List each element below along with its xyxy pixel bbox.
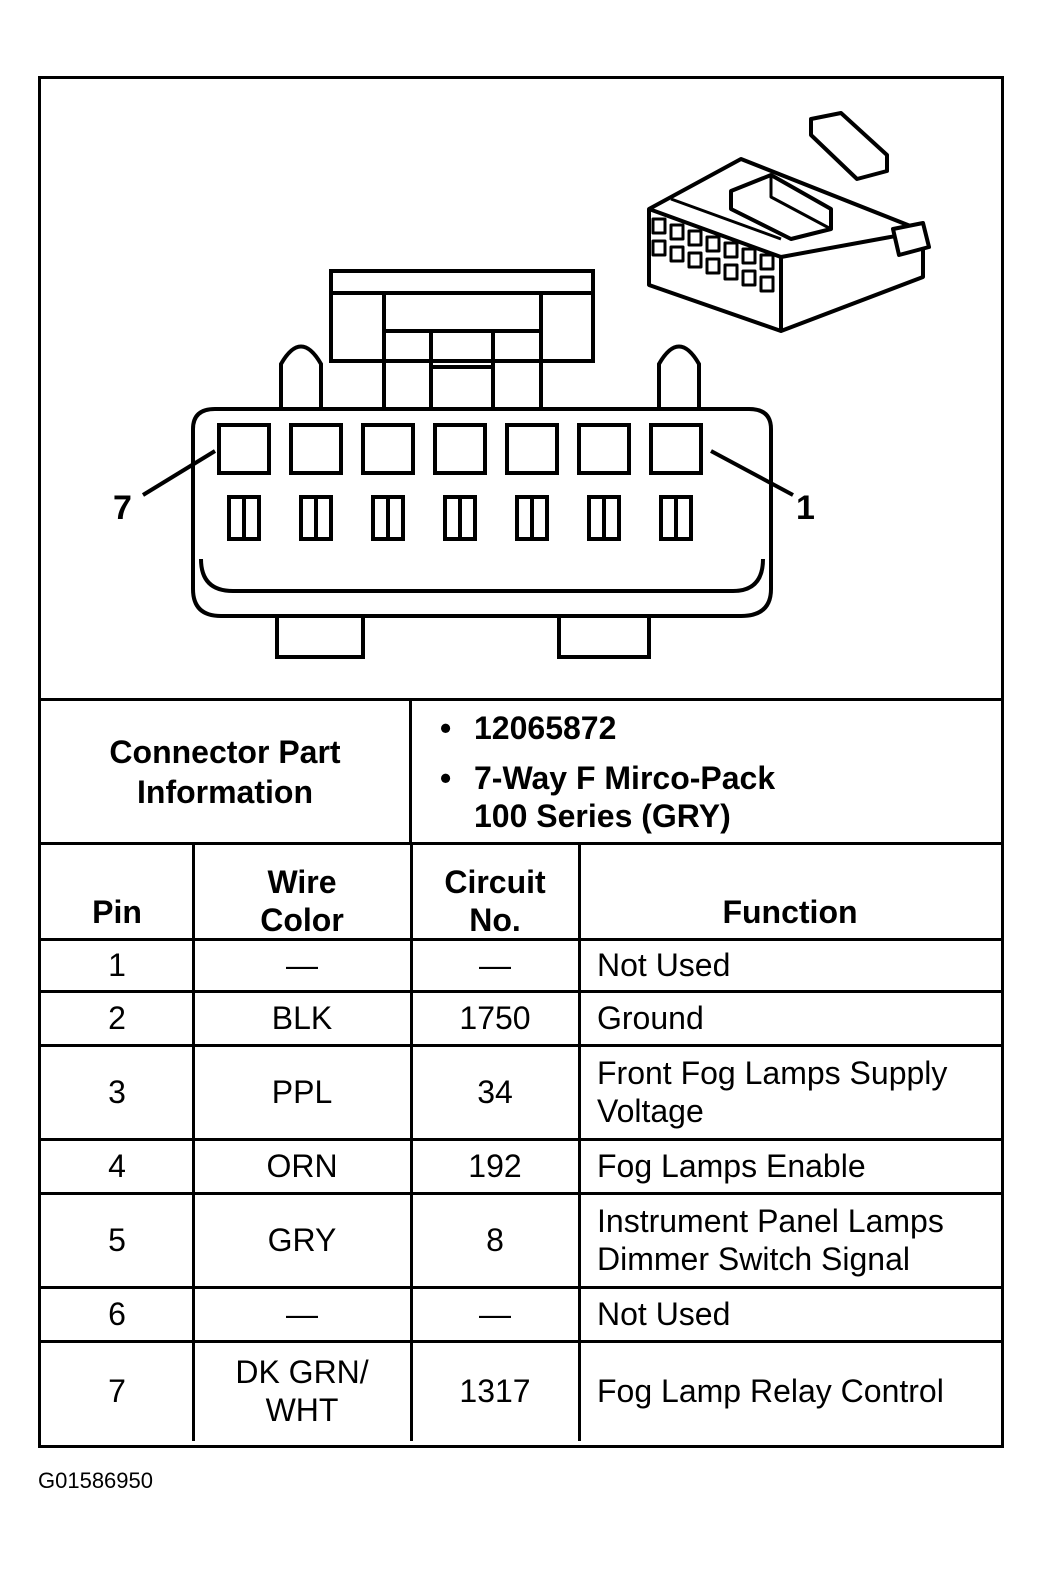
connector-body [191, 407, 773, 618]
iso-cavity [687, 229, 703, 247]
row-4-wire: ORN [266, 1148, 338, 1184]
pin-label-7: 7 [113, 489, 132, 527]
iso-cavity [669, 245, 685, 263]
cavity-top-7 [217, 423, 271, 475]
header-function: Function [722, 894, 858, 930]
iso-cavity [705, 257, 721, 275]
header-wire-color: Wire Color [260, 864, 344, 938]
row-1-circuit: — [479, 947, 511, 983]
row-6-circuit: — [479, 1296, 511, 1332]
iso-cavity [759, 253, 775, 271]
iso-cavity [669, 223, 685, 241]
iso-cavity [723, 241, 739, 259]
row-4-circuit: 192 [468, 1148, 522, 1184]
cavity-top-4 [433, 423, 487, 475]
figure-id: G01586950 [38, 1468, 153, 1493]
iso-cavity [651, 239, 667, 257]
pin7-leader [141, 449, 217, 497]
left-peg [279, 344, 323, 409]
row-3-pin: 3 [108, 1074, 126, 1110]
cavity-top-1 [649, 423, 703, 475]
description-line1: 7-Way F Mirco-Pack [474, 760, 776, 796]
info-item-part-number: •12065872 [440, 710, 617, 746]
cavity-top-3 [505, 423, 559, 475]
row-6-function: Not Used [597, 1296, 731, 1332]
row-5-wire: GRY [267, 1222, 337, 1258]
connector-info-label: Connector Part Information [109, 734, 341, 810]
row-5-pin: 5 [108, 1222, 126, 1258]
cavity-top-5 [361, 423, 415, 475]
row-5-circuit: 8 [486, 1222, 504, 1258]
iso-cavity [759, 275, 775, 293]
iso-cavity [705, 235, 721, 253]
header-circuit-no: Circuit No. [444, 864, 546, 938]
connector-frame: 7 1 Connector Part Information •12065872… [38, 76, 1004, 1448]
cavity-top-2 [577, 423, 631, 475]
row-7-circuit: 1317 [459, 1373, 531, 1409]
row-7-wire: DK GRN/ WHT [235, 1354, 369, 1428]
row-5-function: Instrument Panel Lamps Dimmer Switch Sig… [597, 1203, 944, 1277]
pin1-leader [710, 449, 794, 497]
row-4-function: Fog Lamps Enable [597, 1148, 866, 1184]
header-pin: Pin [92, 894, 142, 930]
cavity-top-6 [289, 423, 343, 475]
row-2-circuit: 1750 [459, 1000, 531, 1036]
row-6-wire: — [286, 1296, 318, 1332]
bottom-tab-left [275, 616, 365, 659]
bottom-tab-right [557, 616, 651, 659]
row-7-function: Fog Lamp Relay Control [597, 1373, 944, 1409]
connector-info-list: •12065872 •7-Way F Mirco-Pack 100 Series… [416, 701, 1001, 843]
iso-cavity [651, 217, 667, 235]
part-number: 12065872 [474, 710, 617, 746]
pin-label-1: 1 [796, 489, 815, 527]
description-line2: 100 Series (GRY) [474, 798, 731, 834]
row-4-pin: 4 [108, 1148, 126, 1184]
iso-cavity [687, 251, 703, 269]
row-3-circuit: 34 [477, 1074, 513, 1110]
row-6-pin: 6 [108, 1296, 126, 1332]
row-7-pin: 7 [108, 1373, 126, 1409]
row-2-function: Ground [597, 1000, 704, 1036]
info-item-description: •7-Way F Mirco-Pack 100 Series (GRY) [440, 760, 776, 834]
connector-diagram: 7 1 [113, 111, 931, 659]
connector-isometric-view [647, 111, 931, 333]
row-1-function: Not Used [597, 947, 731, 983]
row-2-pin: 2 [108, 1000, 126, 1036]
iso-cavity [723, 263, 739, 281]
iso-cavity [741, 269, 757, 287]
row-1-wire: — [286, 947, 318, 983]
row-3-function: Front Fog Lamps Supply Voltage [597, 1055, 948, 1129]
right-peg [657, 344, 701, 409]
row-2-wire: BLK [271, 1000, 333, 1036]
iso-cavity [741, 247, 757, 265]
connector-latch [329, 269, 595, 411]
row-1-pin: 1 [108, 947, 126, 983]
row-3-wire: PPL [271, 1074, 333, 1110]
